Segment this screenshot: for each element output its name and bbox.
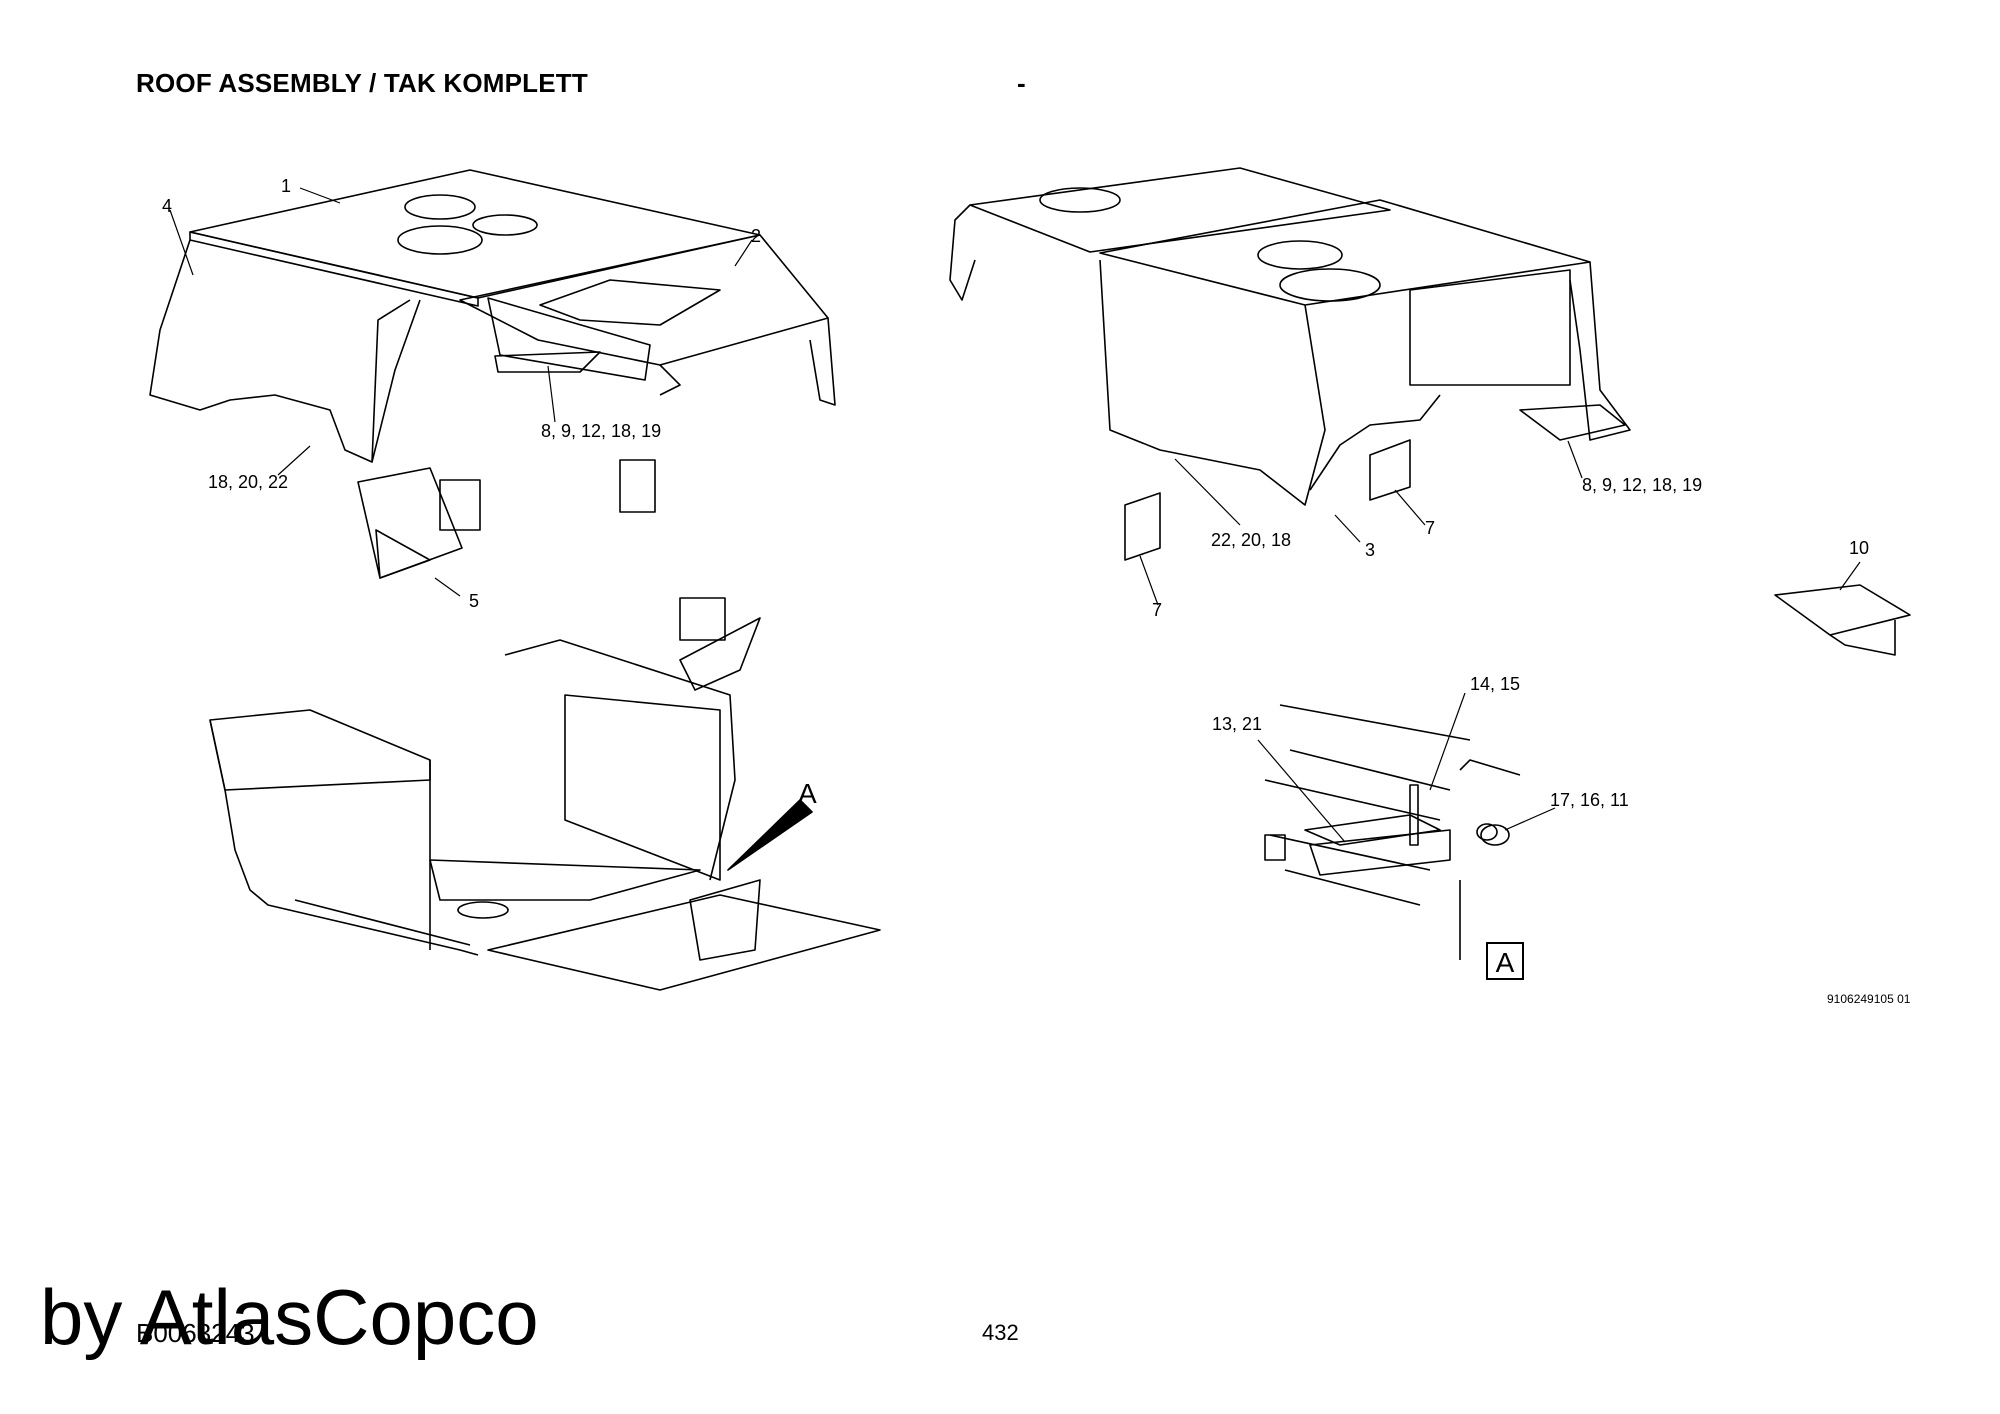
callout-4: 4 xyxy=(162,196,173,216)
watermark-text: by AtlasCopco xyxy=(40,1273,539,1361)
document-code: B0063243 xyxy=(136,1318,255,1348)
callout-22-20-18: 22, 20, 18 xyxy=(1211,530,1292,550)
detail-a-box-label: A xyxy=(1486,942,1524,980)
callout-10: 10 xyxy=(1849,538,1870,558)
callout-17-16-11: 17, 16, 11 xyxy=(1550,790,1629,810)
roof-view-top-right xyxy=(949,167,1911,656)
drawing-number: 9106249105 01 xyxy=(1827,992,1911,1006)
callout-7-right: 7 xyxy=(1425,518,1436,538)
roof-view-top-left xyxy=(149,169,836,579)
callout-5: 5 xyxy=(469,591,480,611)
page-title: ROOF ASSEMBLY / TAK KOMPLETT xyxy=(136,68,588,98)
callout-7-left: 7 xyxy=(1152,600,1163,620)
underside-view-bottom-left xyxy=(209,479,881,991)
callout-18-20-22: 18, 20, 22 xyxy=(208,472,289,492)
callout-8-9-12-18-19-right: 8, 9, 12, 18, 19 xyxy=(1582,475,1703,495)
callout-8-9-12-18-19-left: 8, 9, 12, 18, 19 xyxy=(541,421,662,441)
callout-14-15: 14, 15 xyxy=(1470,674,1521,694)
detail-a-view xyxy=(1264,704,1521,960)
callout-1: 1 xyxy=(281,176,292,196)
callout-13-21: 13, 21 xyxy=(1212,714,1263,734)
page-number: 432 xyxy=(982,1320,1019,1345)
callout-3: 3 xyxy=(1365,540,1376,560)
title-dash: - xyxy=(1017,68,1026,98)
leader-lines xyxy=(169,187,1861,843)
callout-2: 2 xyxy=(751,226,762,246)
detail-a-marker: A xyxy=(798,778,817,809)
